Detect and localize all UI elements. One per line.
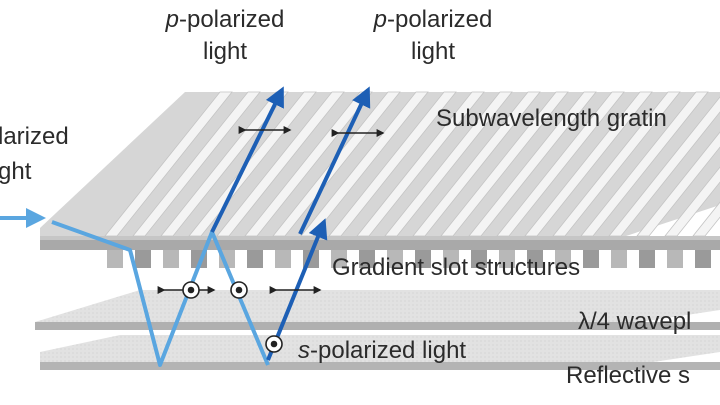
label-p-polarized-right: p-polarized [373, 6, 493, 33]
grating-ridge [636, 131, 720, 237]
slot-tooth [499, 250, 515, 268]
label-s-polarized-light: s-polarized light [298, 337, 467, 364]
waveplate-layer [35, 290, 720, 330]
grating-ridge [384, 91, 513, 237]
grating-ridge [608, 96, 720, 237]
grating-ridge [524, 91, 653, 237]
grating-ridge [552, 91, 681, 237]
slot-tooth [555, 250, 571, 268]
slot-tooth [667, 250, 683, 268]
grating-ridge [664, 166, 720, 237]
grating-ridge [496, 91, 625, 237]
label-light-left: light [202, 38, 248, 65]
grating-ridge [104, 91, 233, 237]
slot-tooth [163, 250, 179, 268]
polarization-dot-icon [230, 281, 248, 299]
grating-ridge [272, 91, 401, 237]
slot-tooth [275, 250, 291, 268]
label-subwavelength-grating: Subwavelength gratin [436, 105, 667, 132]
slot-tooth [135, 250, 151, 268]
slot-tooth [415, 250, 431, 268]
grating-ridge [692, 201, 720, 237]
grating-ridge [328, 91, 457, 237]
label-incident-light: ght [0, 158, 32, 185]
slot-tooth [583, 250, 599, 268]
label-gradient-slot-structures: Gradient slot structures [332, 254, 581, 281]
grating-ridges [104, 91, 720, 237]
subwavelength-grating [40, 91, 720, 250]
label-incident-polarized: larized [0, 123, 69, 150]
label-waveplate: λ/4 wavepl [578, 308, 692, 335]
slot-tooth [331, 250, 347, 268]
label-reflective-substrate: Reflective s [566, 362, 691, 389]
polarization-indicators [157, 126, 385, 353]
p-ray-left [210, 86, 284, 233]
grating-ridge [468, 91, 597, 237]
slot-tooth [611, 250, 627, 268]
grating-ridge [132, 91, 261, 237]
slot-tooth [247, 250, 263, 268]
grating-ridge [440, 91, 569, 237]
zigzag-ray [51, 220, 270, 367]
polarization-dot-icon [182, 281, 200, 299]
slot-tooth [695, 250, 711, 268]
grating-ridge [216, 91, 345, 237]
slot-tooth [107, 250, 123, 268]
slot-tooth [443, 250, 459, 268]
grating-ridge [244, 91, 373, 237]
label-light-right: light [410, 38, 456, 65]
reflective-substrate [40, 335, 720, 370]
slot-tooth [639, 250, 655, 268]
p-ray-right [298, 86, 371, 235]
grating-ridge [580, 91, 709, 237]
grating-ridge [412, 91, 541, 237]
label-p-polarized-left: p-polarized [165, 6, 285, 33]
slot-tooth [387, 250, 403, 268]
slot-tooth [471, 250, 487, 268]
grating-ridge [356, 91, 485, 237]
slot-tooth [527, 250, 543, 268]
polarization-dot-icon [265, 335, 283, 353]
slot-tooth [359, 250, 375, 268]
